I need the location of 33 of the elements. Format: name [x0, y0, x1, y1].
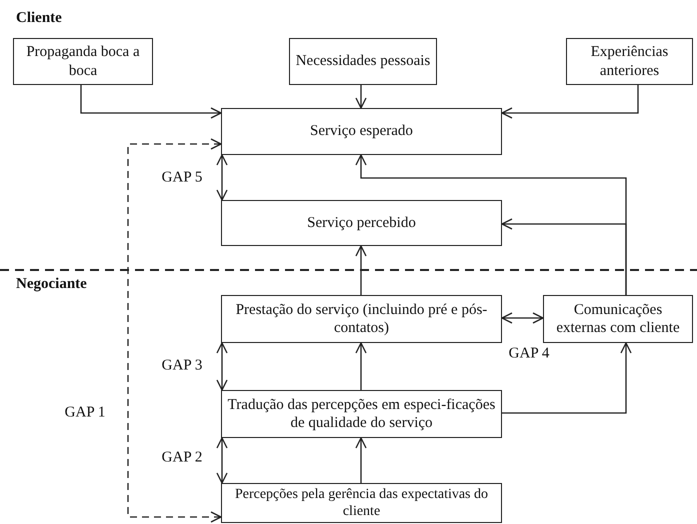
arrow: [501, 85, 639, 119]
arrow: [127, 138, 222, 523]
arrow: [80, 85, 222, 119]
section-label: Cliente: [16, 10, 62, 27]
arrow: [501, 312, 544, 324]
box-text: Percepções pela gerência das expectativas do cliente: [234, 486, 490, 520]
box-text: Prestação do serviço (incluindo pré e pós-contatos): [234, 300, 488, 338]
arrow: [216, 437, 228, 484]
box-text: Tradução das percepções em especi-ficações de qualidade do serviço: [226, 396, 496, 432]
arrow: [355, 342, 367, 390]
box-text: Serviço esperado: [310, 122, 413, 141]
box-text: Necessidades pessoais: [296, 52, 430, 71]
arrow: [355, 245, 367, 295]
box-text: Experiências anteriores: [590, 43, 670, 80]
arrow: [216, 342, 228, 391]
arrow: [216, 154, 228, 201]
process-box: [221, 108, 502, 155]
process-box: [543, 295, 693, 343]
process-box: [221, 390, 502, 438]
arrow: [355, 437, 367, 483]
section-label: Negociante: [16, 276, 87, 293]
process-box: [221, 200, 502, 246]
arrow: [355, 85, 367, 109]
box-text: Propaganda boca a boca: [25, 43, 141, 80]
process-box: [566, 38, 693, 85]
box-text: Comunicações externas com cliente: [555, 300, 681, 338]
process-box: [221, 483, 502, 523]
box-text: Serviço percebido: [307, 214, 416, 232]
process-box: [289, 38, 437, 85]
process-box: [13, 38, 153, 85]
arrow: [502, 342, 632, 414]
arrow: [501, 218, 627, 295]
process-box: [221, 295, 502, 343]
